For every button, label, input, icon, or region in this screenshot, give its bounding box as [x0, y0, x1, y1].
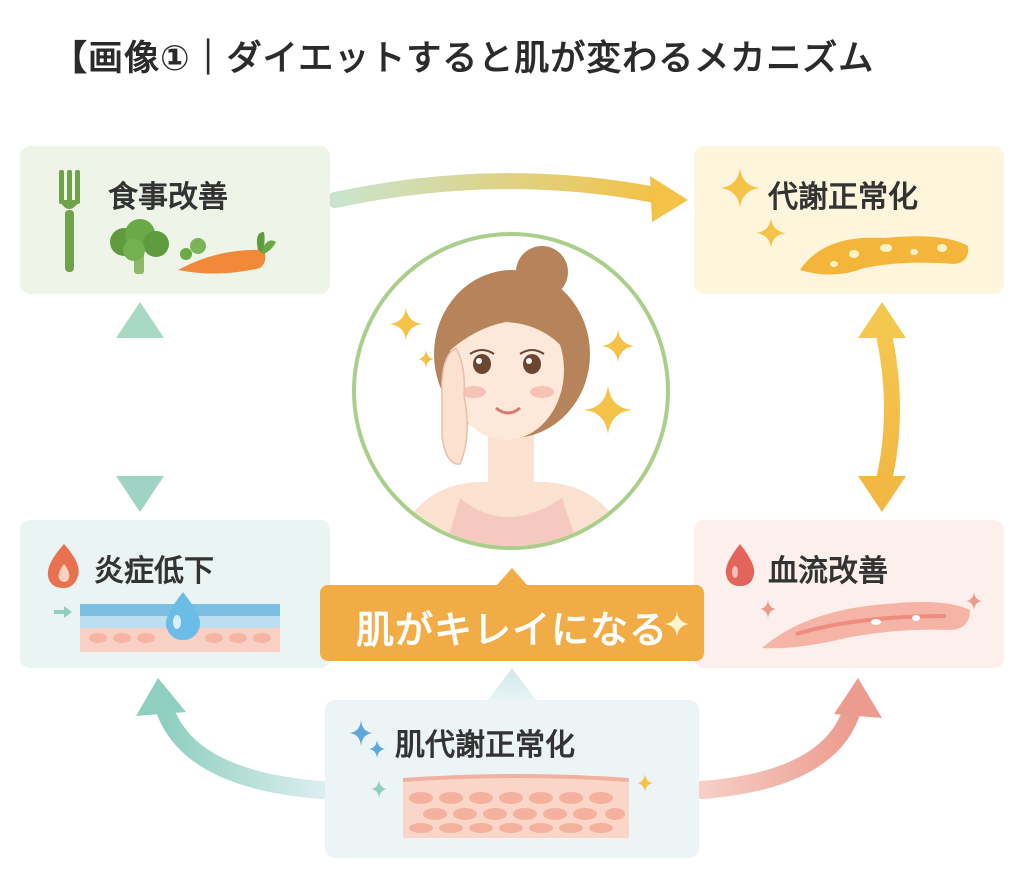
arrow-skin-to-inflammation	[156, 701, 331, 799]
flame-drop-icon	[47, 544, 79, 588]
arrow-skin-to-banner	[488, 668, 536, 700]
arrow-metabolism-blood	[876, 333, 900, 482]
fork-icon	[59, 170, 80, 272]
smiling-woman-icon	[390, 246, 634, 546]
page-title: 【画像①｜ダイエットすると肌が変わるメカニズム	[52, 39, 875, 79]
blood-flow-box: 血流改善	[694, 520, 1004, 668]
banner-pointer	[496, 568, 528, 586]
blood-flow-label: 血流改善	[768, 554, 888, 589]
inflammation-box: 炎症低下	[20, 520, 330, 668]
arrow-diet-to-metabolism	[327, 173, 663, 208]
sparkle-icon	[720, 168, 760, 208]
center-circle	[352, 232, 670, 550]
result-banner-label: 肌がキレイになる	[355, 608, 668, 652]
carrot-icon	[178, 232, 276, 274]
water-drop-icon	[165, 592, 201, 640]
sparkle-small-icon	[756, 218, 786, 248]
metabolism-label: 代謝正常化	[768, 180, 918, 215]
blood-drop-icon	[725, 544, 755, 586]
diet-label: 食事改善	[108, 180, 228, 215]
arrow-skin-to-blood-head	[834, 678, 882, 718]
diet-box: 食事改善	[20, 146, 330, 294]
metabolism-box: 代謝正常化	[694, 146, 1004, 294]
skin-metabolism-label: 肌代謝正常化	[395, 728, 575, 763]
skin-metabolism-box: 肌代謝正常化	[325, 700, 699, 858]
arrow-right-down-head	[858, 476, 906, 512]
skin-cells-icon	[371, 774, 653, 838]
arrow-left-down-head	[116, 476, 164, 512]
broccoli-icon	[110, 219, 169, 274]
fat-cell-icon	[800, 236, 969, 275]
arrow-right-up-head	[858, 302, 906, 338]
arrow-skin-to-blood	[693, 701, 861, 799]
blood-vessel-icon	[760, 592, 982, 649]
sparkle-icon	[349, 720, 385, 758]
arrow-skin-to-inflammation-head	[136, 678, 186, 716]
sparkle-icon	[664, 611, 690, 637]
inflammation-label: 炎症低下	[94, 554, 214, 589]
result-banner: 肌がキレイになる	[320, 585, 704, 661]
arrow-left-up-head	[116, 302, 164, 338]
arrow-diet-to-metabolism-head	[650, 176, 688, 222]
